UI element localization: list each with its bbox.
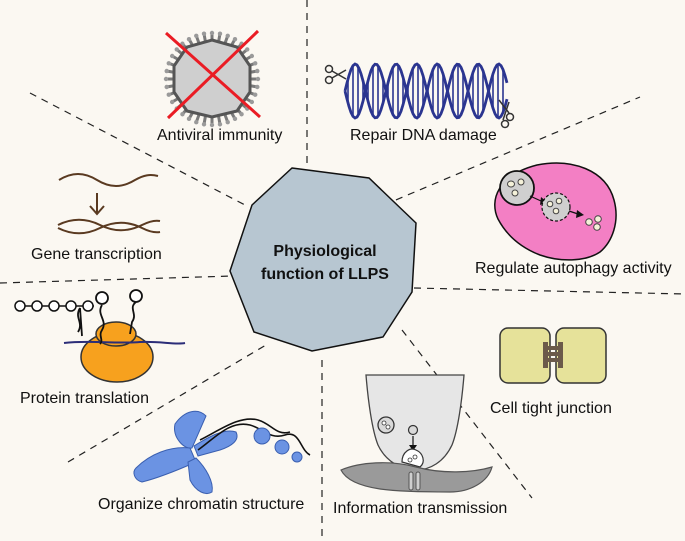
- rna-strand-2: [57, 221, 161, 235]
- virus-spike-tip: [249, 53, 255, 59]
- chromosome-arm-upper-left: [174, 410, 207, 449]
- nucleosome-3: [291, 451, 303, 463]
- vesicle-fusion: [401, 448, 424, 468]
- synapse-icon: [340, 374, 493, 493]
- virus-spike-tip: [174, 47, 179, 52]
- vesicle-large: [377, 416, 395, 434]
- arrow-down-icon-synapse: [409, 445, 417, 451]
- label-cell-tight-junction: Cell tight junction: [490, 400, 612, 417]
- virus-spike-tip: [232, 36, 238, 42]
- vesicle-small: [407, 424, 419, 436]
- phagophore: [499, 170, 535, 206]
- label-organize-chromatin: Organize chromatin structure: [98, 496, 305, 513]
- virus-spike-tip: [225, 120, 230, 125]
- cell-right: [555, 327, 607, 384]
- virus-spike-tip: [253, 61, 258, 66]
- center-title-line2: function of LLPS: [261, 266, 389, 283]
- receptor-right: [415, 471, 421, 491]
- virus-spike-tip: [255, 84, 260, 90]
- virus-spike-tip: [164, 68, 169, 74]
- dna-strand-top: [58, 173, 159, 187]
- virus-spike-tip: [180, 112, 185, 117]
- transcription-icon: [57, 173, 161, 235]
- peptide-chain: [14, 300, 94, 312]
- translation-icon: [14, 289, 186, 383]
- virus-spike-tip: [232, 116, 238, 122]
- cross-line-2: [166, 29, 260, 120]
- autophagosome: [541, 192, 571, 222]
- virus-spike-tip: [255, 68, 260, 74]
- rna-strand-1: [57, 218, 161, 232]
- virus-spike-tip: [225, 33, 230, 38]
- label-protein-translation: Protein translation: [20, 390, 149, 407]
- dna-strand: [343, 62, 509, 120]
- virus-spike-tip: [194, 33, 199, 38]
- mrna-strand: [63, 340, 186, 345]
- divider-line-bottom-right: [401, 329, 533, 499]
- label-antiviral-immunity: Antiviral immunity: [157, 127, 283, 144]
- label-gene-transcription: Gene transcription: [31, 246, 162, 263]
- virus-spike-tip: [239, 112, 244, 117]
- scissors-icon-right: [498, 99, 515, 129]
- divider-line-top-left: [29, 92, 246, 206]
- cell-left: [499, 327, 551, 384]
- dna-strand: [343, 62, 509, 120]
- virus-spike-tip: [209, 30, 215, 36]
- virus-spike-tip: [201, 31, 207, 36]
- virus-icon: [163, 29, 261, 128]
- label-information-transmission: Information transmission: [333, 500, 508, 517]
- chromosome-arm-lower-left: [133, 447, 197, 483]
- arrow-down-icon: [89, 205, 105, 216]
- virus-spike-tip: [186, 116, 192, 122]
- label-regulate-autophagy: Regulate autophagy activity: [475, 260, 672, 277]
- receptor-left: [408, 471, 414, 491]
- divider-line-left: [0, 275, 234, 284]
- virus-spike-tip: [186, 36, 192, 42]
- virus-spike-tip: [194, 120, 199, 125]
- virus-spike-tip: [245, 47, 250, 52]
- virus-spike-tip: [217, 122, 223, 127]
- chromosome-arm-lower-right: [187, 457, 213, 494]
- trna-molecules: [77, 289, 143, 345]
- virus-spike-tip: [169, 99, 175, 105]
- label-repair-dna-damage: Repair DNA damage: [350, 127, 497, 144]
- virus-spike-tip: [253, 92, 258, 97]
- divider-line-top-right: [371, 96, 641, 211]
- ribosome-small-subunit: [95, 321, 137, 347]
- divider-line-right: [413, 287, 685, 295]
- arrow-right-icon-2: [576, 210, 584, 218]
- virus-spike-tip: [217, 31, 223, 36]
- virus-spike-tip: [164, 84, 169, 90]
- virus-spike-tip: [163, 76, 169, 82]
- center-title-line1: Physiological: [273, 243, 377, 260]
- nucleosome-2: [274, 439, 290, 455]
- center-octagon: [229, 167, 417, 352]
- dna-helix-icon: [324, 62, 515, 129]
- virus-spike-tip: [169, 53, 175, 59]
- nucleosome-1: [253, 427, 271, 445]
- virus-spike-tip: [255, 76, 261, 82]
- chromatin-icon: [133, 410, 311, 494]
- autophagy-icon: [494, 162, 617, 261]
- virus-spike-tip: [166, 92, 171, 97]
- scissors-icon-left: [324, 64, 347, 85]
- chromosome-arm-upper-right: [193, 430, 238, 457]
- center-title: Physiological function of LLPS: [236, 240, 414, 286]
- virus-spike-tip: [201, 122, 207, 127]
- virus-body: [172, 38, 252, 119]
- virus-spike-tip: [209, 122, 215, 128]
- virus-spike-tip: [249, 99, 255, 105]
- tight-junction-icon: [499, 327, 607, 384]
- virus-spike-tip: [166, 61, 171, 66]
